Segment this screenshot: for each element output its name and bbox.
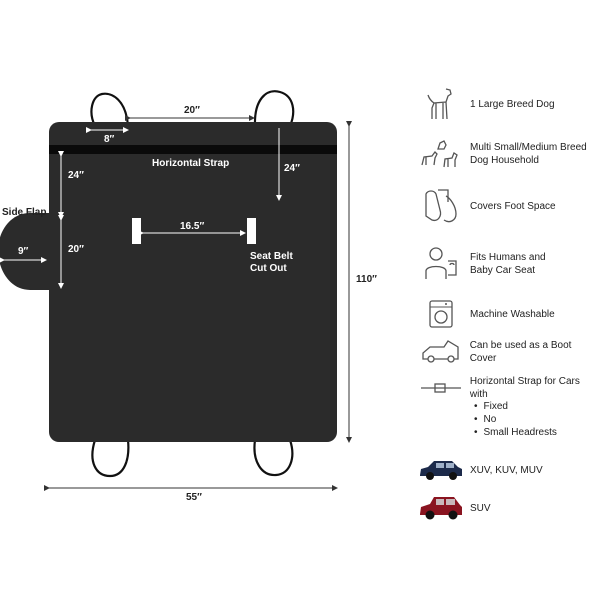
suv-car-icon (418, 488, 464, 528)
feature-human-baby-seat-text: Fits Humans and (470, 252, 546, 263)
dim-label-strap-width: 8″ (104, 134, 115, 145)
vehicle-suv-label: SUV (470, 502, 491, 514)
human-baby-seat-icon (418, 244, 464, 284)
dim-label-left-drop: 24″ (68, 170, 84, 181)
feature-small-dogs: Multi Small/Medium Breed Dog Household (418, 134, 587, 174)
dim-label-top-gap: 20″ (184, 105, 200, 116)
dim-label-total-width: 55″ (186, 492, 202, 503)
dim-label-right-drop: 24″ (284, 163, 300, 174)
seat-cover-diagram: 20″ 8″ Horizontal Strap 24″ 24″ 16.5″ Se… (0, 90, 377, 503)
dim-label-total-height: 110″ (356, 274, 377, 285)
feature-large-dog-text: 1 Large Breed Dog (470, 98, 555, 110)
horizontal-strap (49, 145, 337, 154)
vehicle-suv: SUV (418, 488, 491, 528)
strap-option-small-headrests: Small Headrests (474, 426, 557, 439)
feature-human-baby-seat: Fits Humans and Baby Car Seat (418, 244, 546, 284)
side-flap-label: Side Flap (2, 207, 46, 218)
foot-space-icon (418, 186, 464, 226)
strap-icon (418, 368, 464, 408)
strap-options-list: Fixed No Small Headrests (474, 400, 557, 439)
small-dogs-icon (418, 134, 464, 174)
top-left-loop (90, 92, 130, 127)
feature-foot-space-text: Covers Foot Space (470, 200, 556, 212)
washing-machine-icon (418, 294, 464, 334)
feature-large-dog: 1 Large Breed Dog (418, 84, 555, 124)
seatbelt-label-line2: Cut Out (250, 263, 287, 274)
feature-boot-cover: Can be used as a Boot Cover (418, 332, 600, 372)
seatbelt-cutout-left (132, 218, 141, 244)
feature-machine-washable: Machine Washable (418, 294, 555, 334)
feature-strap: Horizontal Strap for Cars with (418, 368, 600, 408)
strap-label: Horizontal Strap (152, 158, 229, 169)
dim-label-flap-height: 20″ (68, 244, 84, 255)
seatbelt-cutout-right (247, 218, 256, 244)
vehicle-xuv-label: XUV, KUV, MUV (470, 464, 543, 476)
large-dog-icon (418, 84, 464, 124)
seat-cover-mat (49, 122, 337, 442)
feature-foot-space: Covers Foot Space (418, 186, 556, 226)
dim-label-flap-width: 9″ (18, 246, 29, 257)
side-flap (0, 213, 50, 290)
bottom-right-loop (253, 439, 294, 477)
feature-strap-text: Horizontal Strap for Cars with (469, 376, 580, 400)
feature-small-dogs-text: Multi Small/Medium Breed (470, 142, 587, 153)
top-right-loop (253, 90, 295, 127)
bottom-left-loop (91, 439, 130, 478)
dim-label-cutout-gap: 16.5″ (180, 221, 204, 232)
vehicle-xuv: XUV, KUV, MUV (418, 450, 543, 490)
xuv-car-icon (418, 450, 464, 490)
boot-cover-icon (418, 332, 464, 372)
strap-option-no: No (474, 413, 557, 426)
seatbelt-label: Seat Belt (250, 251, 293, 262)
feature-small-dogs-text-line2: Dog Household (470, 155, 539, 166)
strap-option-fixed: Fixed (474, 400, 557, 413)
feature-machine-washable-text: Machine Washable (470, 308, 555, 320)
feature-human-baby-seat-text-line2: Baby Car Seat (470, 265, 536, 276)
feature-boot-cover-text: Can be used as a Boot Cover (469, 340, 572, 364)
